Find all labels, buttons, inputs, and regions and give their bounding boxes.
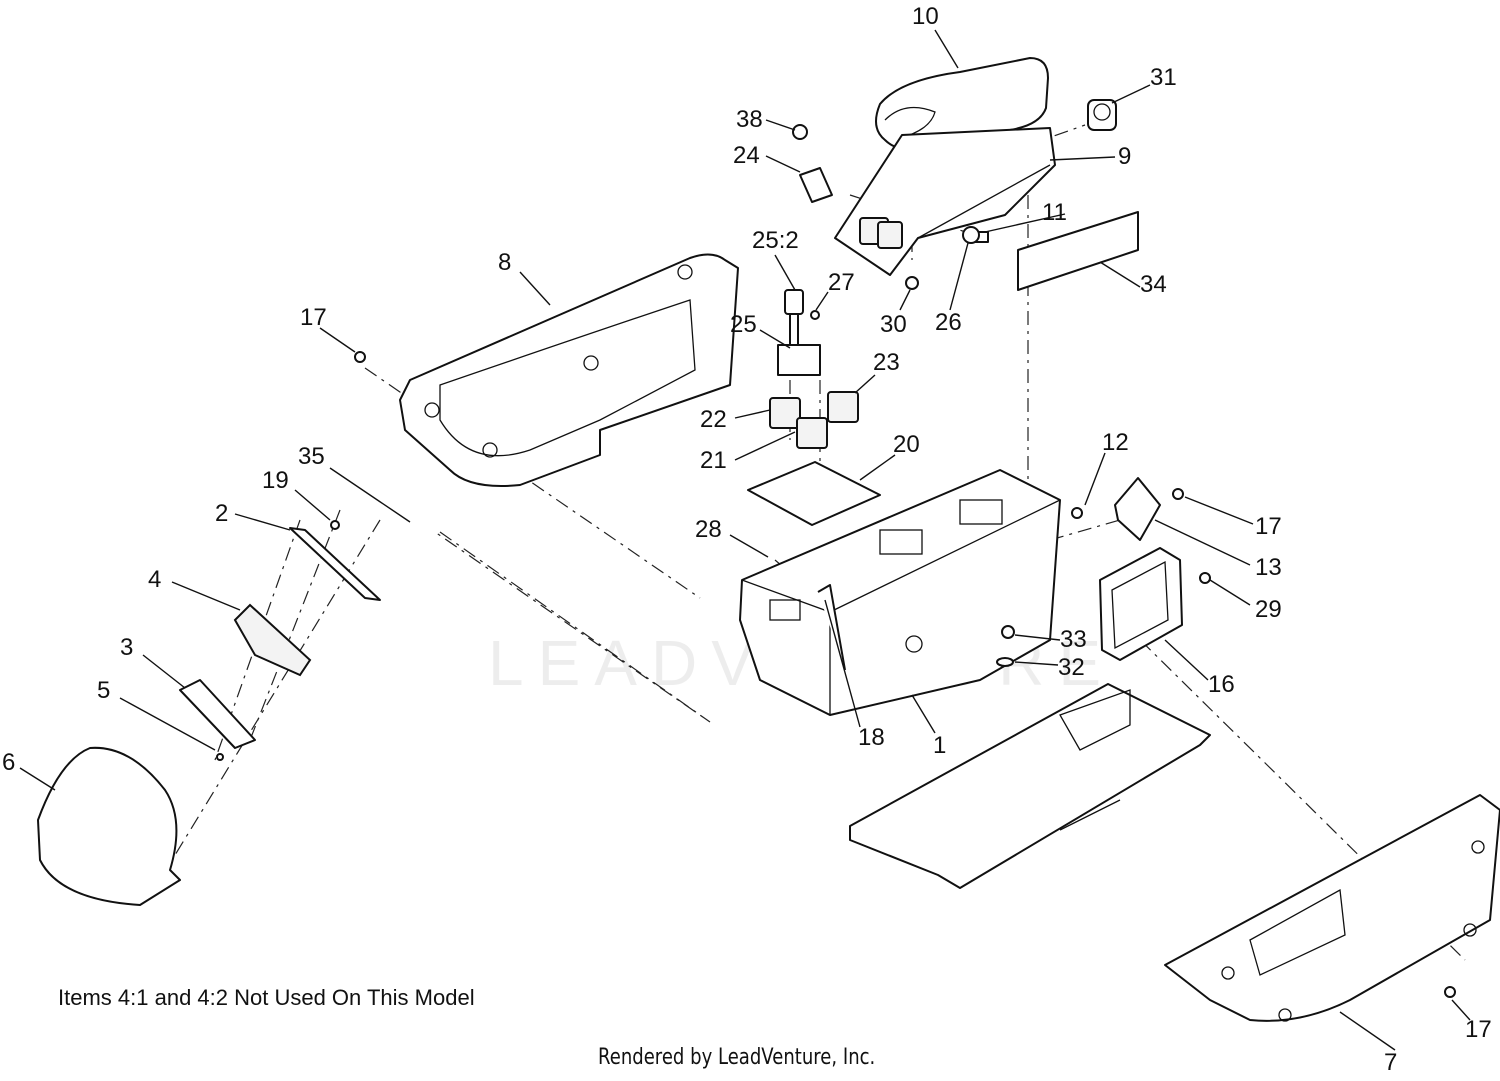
callout-34: 34 bbox=[1140, 271, 1167, 298]
callout-38: 38 bbox=[736, 106, 763, 133]
nut-part-30 bbox=[905, 276, 919, 290]
callout-1: 1 bbox=[933, 732, 946, 759]
callout-28: 28 bbox=[695, 516, 722, 543]
callout-11: 11 bbox=[1042, 199, 1067, 226]
screw-part-5 bbox=[216, 753, 224, 761]
side-cover-part-8 bbox=[399, 253, 739, 487]
callout-29: 29 bbox=[1255, 596, 1282, 623]
callout-13: 13 bbox=[1255, 554, 1282, 581]
callout-33: 33 bbox=[1060, 626, 1087, 653]
callout-17-left: 17 bbox=[300, 304, 327, 331]
front-cover-part-6 bbox=[37, 746, 181, 906]
callout-9: 9 bbox=[1118, 143, 1131, 170]
callout-25-2: 25:2 bbox=[752, 227, 799, 254]
switch-part-21 bbox=[796, 417, 828, 449]
callout-5: 5 bbox=[97, 677, 110, 704]
console-frame-part-1 bbox=[739, 469, 1061, 716]
callout-27: 27 bbox=[828, 269, 855, 296]
base-plate bbox=[849, 683, 1211, 889]
assembly-lines bbox=[174, 124, 1466, 961]
bolt-part-33 bbox=[1001, 625, 1015, 639]
callout-18: 18 bbox=[858, 724, 885, 751]
callout-2: 2 bbox=[215, 500, 228, 527]
bolt-part-17c bbox=[1444, 986, 1456, 998]
switch-panel-part-9 bbox=[834, 127, 1056, 276]
power-outlet-part-31 bbox=[1087, 99, 1117, 131]
washer-part-32 bbox=[996, 657, 1014, 667]
screw-part-19 bbox=[330, 520, 340, 530]
screw-part-12 bbox=[1071, 507, 1083, 519]
leader-lines bbox=[19, 29, 1471, 1051]
callout-3: 3 bbox=[120, 634, 133, 661]
callout-35: 35 bbox=[298, 443, 325, 470]
model-note: Items 4:1 and 4:2 Not Used On This Model bbox=[58, 985, 475, 1010]
decal-part-34 bbox=[1017, 211, 1139, 291]
callout-labels: 10 31 38 9 24 11 25:2 27 8 34 17 30 26 2… bbox=[2, 3, 1492, 1076]
knob-part-24 bbox=[799, 167, 833, 203]
bracket-part-13 bbox=[1114, 477, 1161, 541]
armrest-pad-part-10 bbox=[875, 57, 1049, 152]
switch-part-23 bbox=[827, 391, 859, 423]
callout-17-right: 17 bbox=[1255, 513, 1282, 540]
button-part-26 bbox=[962, 226, 980, 244]
callout-19: 19 bbox=[262, 467, 289, 494]
screw-part-27 bbox=[810, 310, 820, 320]
callout-32: 32 bbox=[1058, 654, 1085, 681]
joystick-part-25 bbox=[777, 289, 821, 376]
callout-24: 24 bbox=[733, 142, 760, 169]
callout-31: 31 bbox=[1150, 64, 1177, 91]
bolt-part-17 bbox=[354, 351, 366, 363]
callout-20: 20 bbox=[893, 431, 920, 458]
callout-23: 23 bbox=[873, 349, 900, 376]
callout-22: 22 bbox=[700, 406, 727, 433]
module-part-16 bbox=[1099, 547, 1183, 661]
nut-part-38 bbox=[792, 124, 808, 140]
side-cover-part-7 bbox=[1164, 794, 1500, 1022]
callout-26: 26 bbox=[935, 309, 962, 336]
bolt-part-29 bbox=[1199, 572, 1211, 584]
callout-10: 10 bbox=[912, 3, 939, 30]
callout-7: 7 bbox=[1384, 1049, 1397, 1076]
callout-21: 21 bbox=[700, 447, 727, 474]
callout-4: 4 bbox=[148, 566, 161, 593]
callout-16: 16 bbox=[1208, 671, 1235, 698]
bolt-part-17b bbox=[1172, 488, 1184, 500]
plate-part-2 bbox=[289, 527, 381, 601]
gauge-part-4 bbox=[233, 603, 312, 677]
callout-17-bottom: 17 bbox=[1465, 1016, 1492, 1043]
callout-6: 6 bbox=[2, 749, 15, 776]
bracket-part-3 bbox=[179, 679, 256, 749]
switch-plate-part-20 bbox=[747, 461, 881, 526]
callout-8: 8 bbox=[498, 249, 511, 276]
callout-30: 30 bbox=[880, 311, 907, 338]
callout-12: 12 bbox=[1102, 429, 1129, 456]
render-credit: Rendered by LeadVenture, Inc. bbox=[598, 1045, 876, 1070]
switch-part-22 bbox=[769, 397, 801, 429]
callout-25: 25 bbox=[730, 311, 757, 338]
